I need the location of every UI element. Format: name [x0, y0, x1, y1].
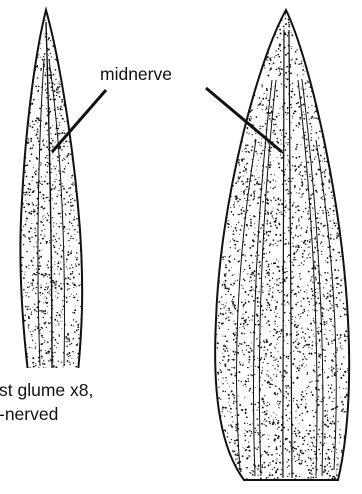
second-glume	[211, 7, 355, 482]
first-glume	[17, 7, 87, 374]
second-glume-midnerve	[283, 30, 284, 478]
first-glume-lateral-nerve	[38, 60, 44, 366]
caption-line-2: -nerved	[0, 404, 58, 424]
midnerve-label: midnerve	[100, 64, 172, 84]
midnerve-leader-line	[52, 90, 106, 152]
second-glume-lateral-nerve	[302, 80, 323, 476]
caption-line-1: st glume x8,	[0, 380, 93, 400]
midnerve-leader-line	[206, 88, 282, 152]
